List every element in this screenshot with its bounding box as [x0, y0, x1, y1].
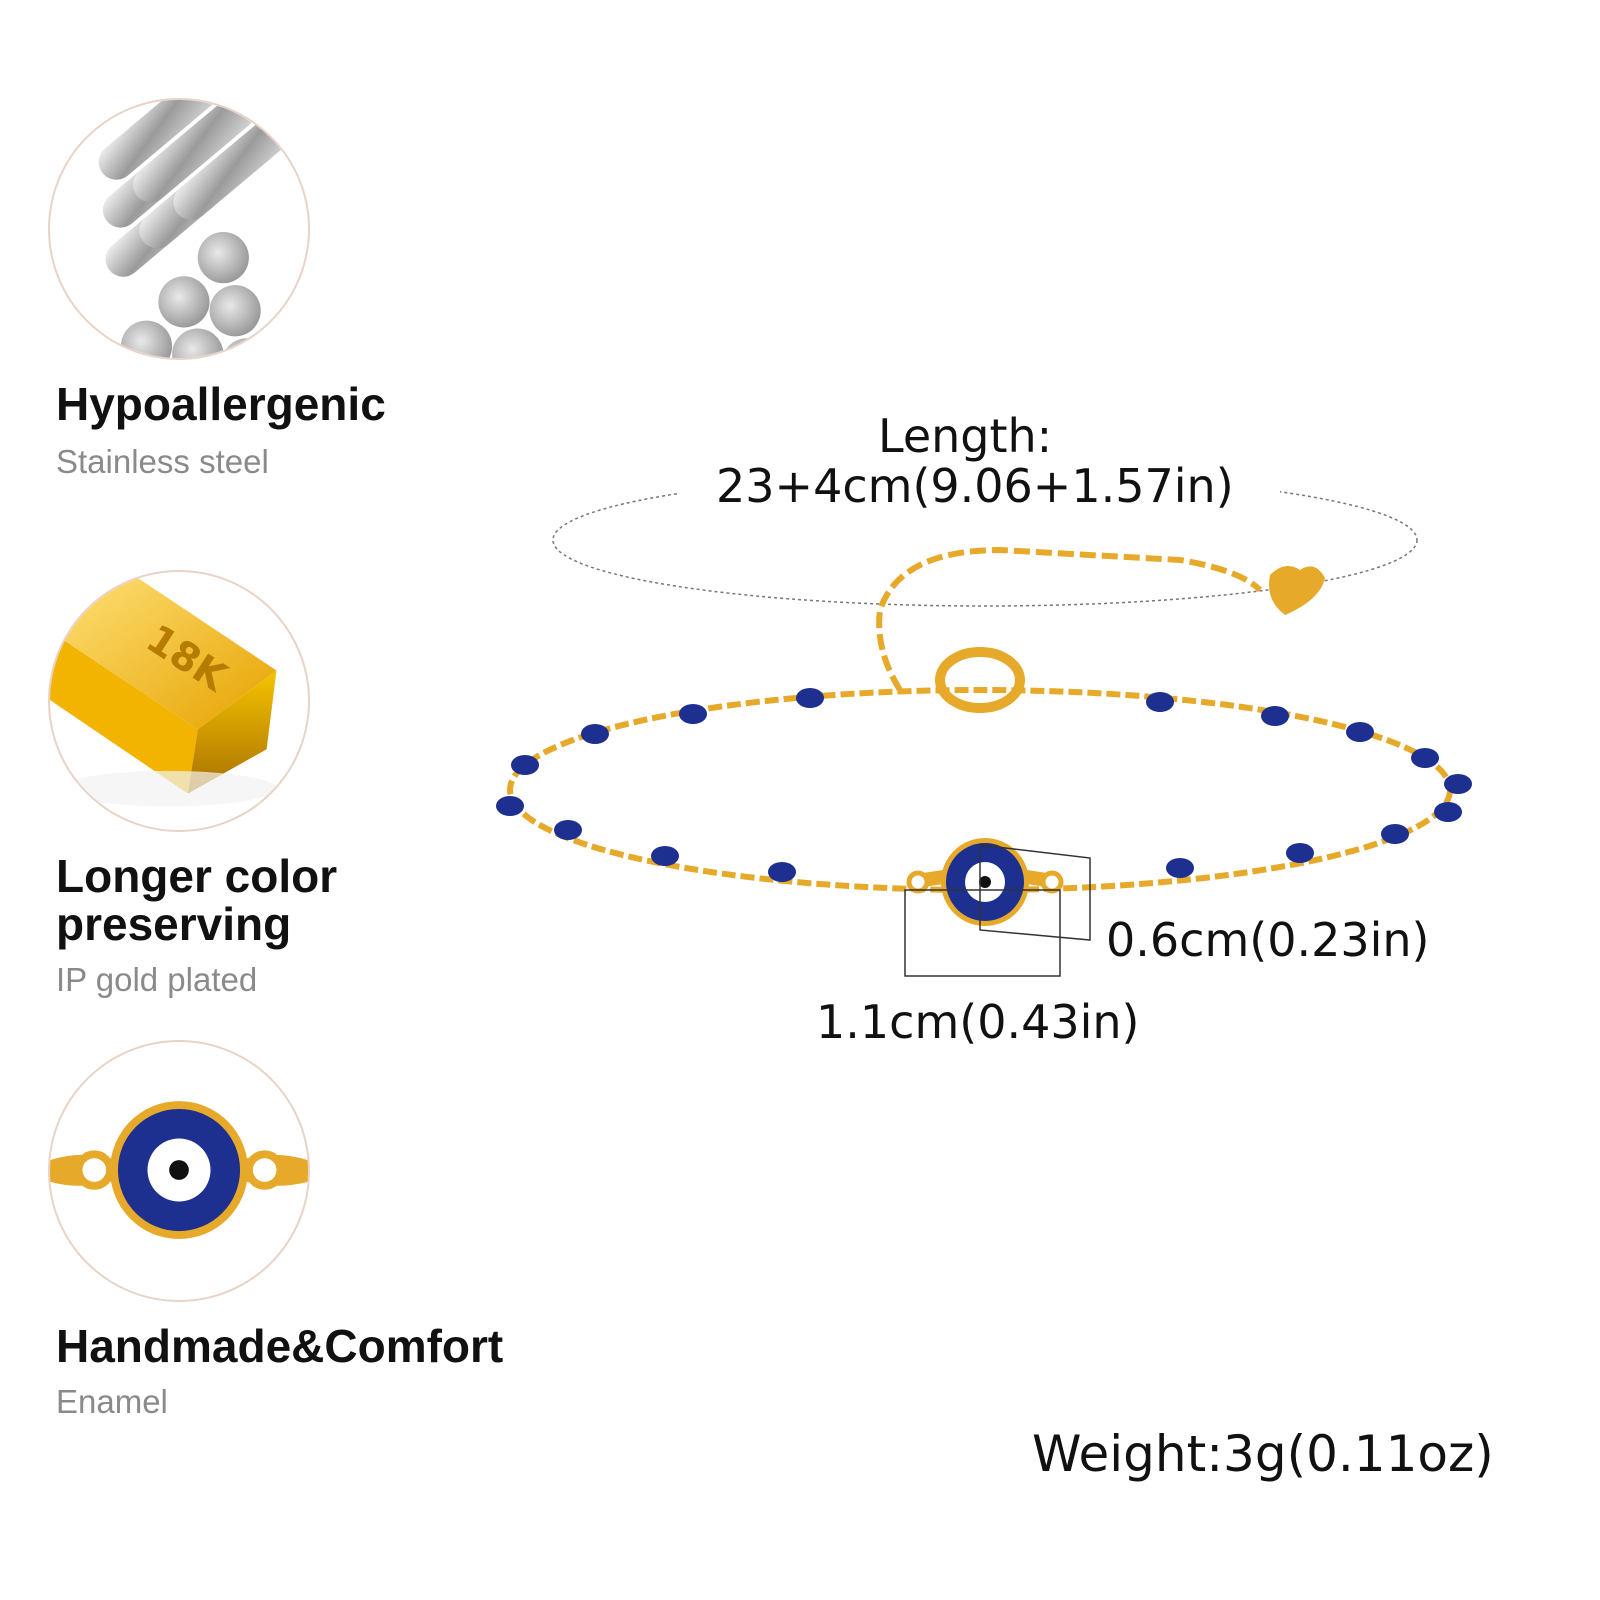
heart-tag — [1269, 566, 1325, 615]
feature-title-longer-color-line1: Longer color — [56, 850, 338, 902]
charm-width-box — [904, 889, 1061, 977]
bracelet-illustration — [496, 470, 1472, 977]
length-label: Length: — [878, 409, 1053, 463]
gold-bar-icon: 18K — [50, 572, 277, 807]
charm-height-value: 0.6cm(0.23in) — [1106, 913, 1430, 967]
charm-height-box — [979, 844, 1091, 941]
feature-title-handmade-comfort: Handmade&Comfort — [56, 1320, 504, 1372]
feature-subtitle-stainless-steel: Stainless steel — [56, 443, 269, 480]
lobster-clasp — [935, 647, 1025, 713]
steel-rods-icon — [98, 100, 295, 358]
gold-bar-circle: 18K — [48, 570, 310, 832]
evil-eye-charm — [906, 838, 1064, 926]
evil-eye-icon — [50, 1101, 308, 1239]
steel-rods-circle — [48, 98, 310, 360]
extender-chain — [876, 546, 1263, 692]
weight-value: Weight:3g(0.11oz) — [1032, 1425, 1494, 1483]
enamel-beads — [496, 688, 1472, 882]
feature-subtitle-ip-gold: IP gold plated — [56, 961, 258, 998]
length-ellipse — [552, 473, 1418, 607]
feature-title-longer-color-line2: preserving — [56, 898, 292, 950]
length-value: 23+4cm(9.06+1.57in) — [716, 459, 1234, 513]
charm-width-value: 1.1cm(0.43in) — [816, 995, 1140, 1049]
feature-subtitle-enamel: Enamel — [56, 1383, 168, 1420]
feature-title-hypoallergenic: Hypoallergenic — [56, 378, 386, 430]
evil-eye-circle — [48, 1040, 310, 1302]
